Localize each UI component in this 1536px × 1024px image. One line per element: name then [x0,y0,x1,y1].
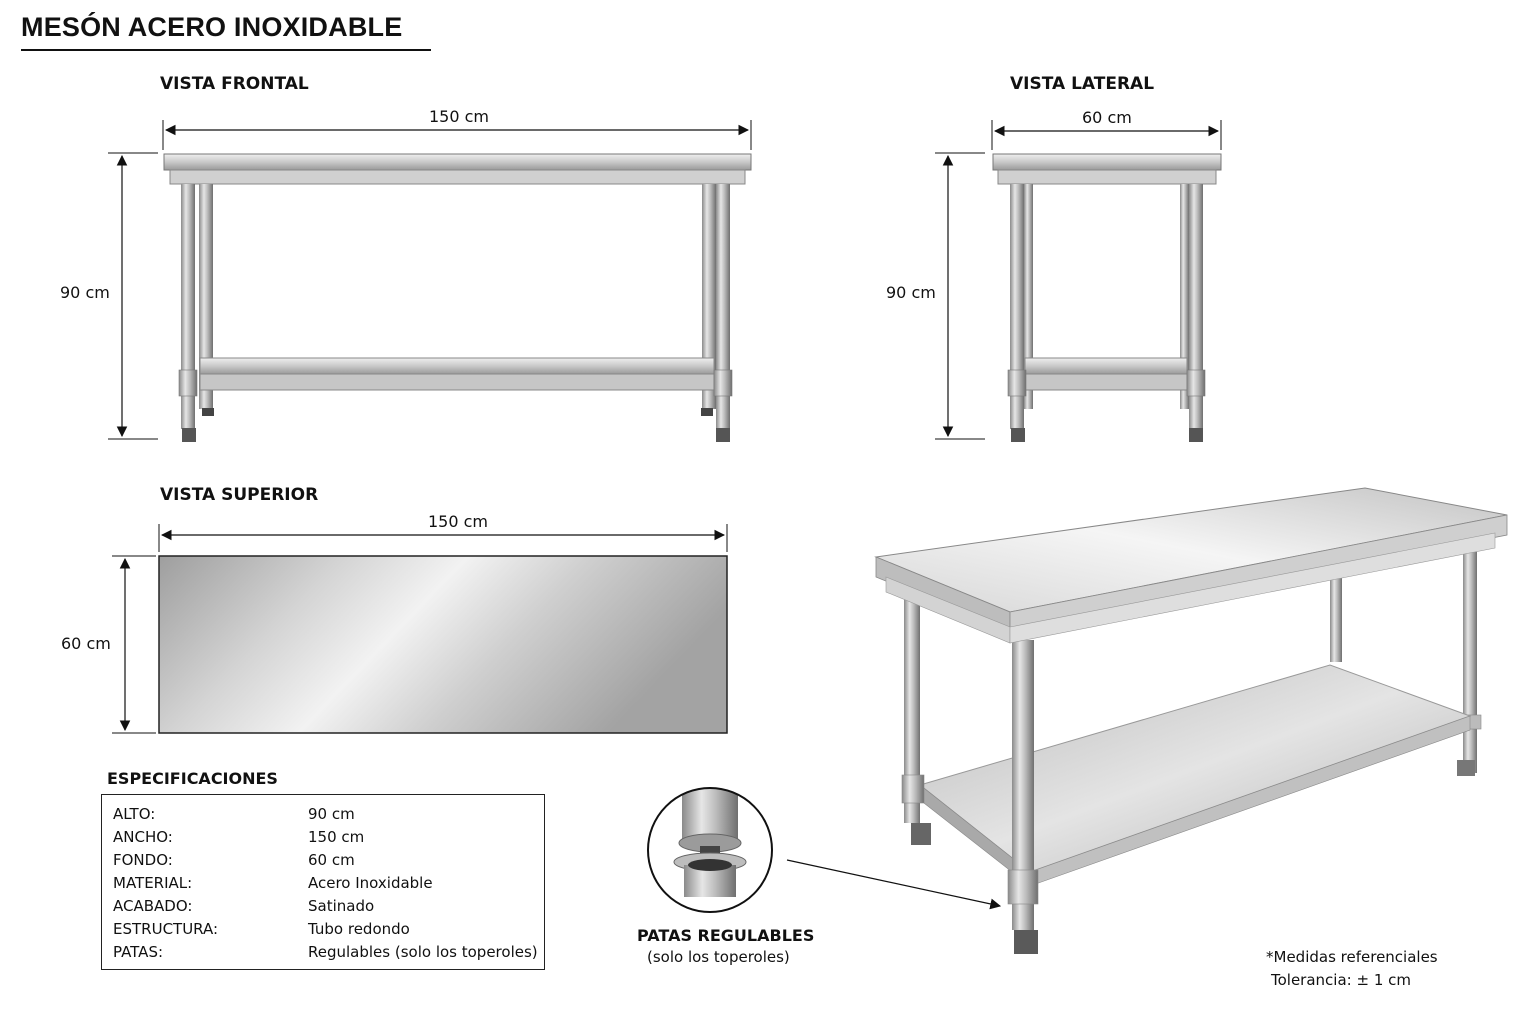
side-height-dimension [935,152,985,440]
isometric-table [874,487,1508,954]
top-width-label: 150 cm [428,512,489,531]
front-height-label: 90 cm [60,283,110,302]
side-height-label: 90 cm [886,283,936,302]
spec-key: ALTO: [113,805,156,823]
title-underline [21,49,431,51]
spec-row-ancho: ANCHO: 150 cm [113,826,543,849]
adjustable-foot-detail [647,787,773,913]
specs-table: ALTO: 90 cm ANCHO: 150 cm FONDO: 60 cm M… [101,794,545,970]
spec-key: ANCHO: [113,828,173,846]
top-depth-dimension [112,555,156,734]
spec-row-alto: ALTO: 90 cm [113,803,543,826]
page-title: MESÓN ACERO INOXIDABLE [21,12,403,42]
spec-key: PATAS: [113,943,164,961]
front-width-label: 150 cm [429,107,490,126]
spec-row-acabado: ACABADO: Satinado [113,895,543,918]
side-view-table [992,153,1222,442]
spec-row-patas: PATAS: Regulables (solo los toperoles) [113,941,543,964]
front-height-dimension [108,152,158,440]
spec-value: 60 cm [308,851,355,869]
spec-value: Satinado [308,897,375,915]
feet-callout-subtitle: (solo los toperoles) [647,948,790,966]
spec-row-fondo: FONDO: 60 cm [113,849,543,872]
spec-key: ACABADO: [113,897,193,915]
spec-key: ESTRUCTURA: [113,920,219,938]
callout-arrow [786,859,1002,910]
spec-value: 150 cm [308,828,365,846]
spec-value: Acero Inoxidable [308,874,433,892]
spec-value: Regulables (solo los toperoles) [308,943,538,961]
front-view-heading: VISTA FRONTAL [160,74,309,94]
top-width-dimension [158,524,728,552]
spec-key: MATERIAL: [113,874,193,892]
top-depth-label: 60 cm [61,634,111,653]
front-view-table [163,153,752,442]
spec-row-estructura: ESTRUCTURA: Tubo redondo [113,918,543,941]
specs-heading: ESPECIFICACIONES [107,769,278,788]
reference-note: *Medidas referenciales [1266,948,1438,966]
tolerance-note: Tolerancia: ± 1 cm [1271,971,1411,989]
top-view-surface [158,555,728,734]
side-width-label: 60 cm [1082,108,1132,127]
spec-key: FONDO: [113,851,173,869]
feet-callout-title: PATAS REGULABLES [637,926,815,945]
spec-row-material: MATERIAL: Acero Inoxidable [113,872,543,895]
spec-value: 90 cm [308,805,355,823]
top-view-heading: VISTA SUPERIOR [160,485,319,505]
side-width-dimension [991,120,1222,150]
front-width-dimension [162,120,752,150]
spec-value: Tubo redondo [308,920,410,938]
side-view-heading: VISTA LATERAL [1010,74,1155,94]
